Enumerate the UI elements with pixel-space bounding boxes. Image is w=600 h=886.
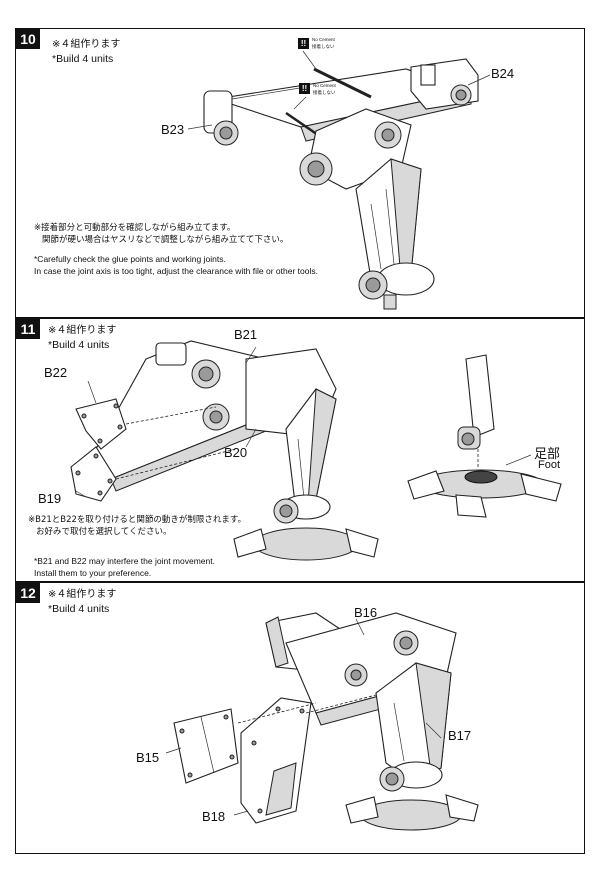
- part-label-b16: B16: [354, 605, 378, 620]
- note-jp-line-2: お好みで取付を選択してください。: [36, 527, 172, 537]
- note-en-line-1: *Carefully check the glue points and wor…: [34, 254, 226, 264]
- note-jp-line-1: ※接着部分と可動部分を確認しながら組み立てます。: [34, 223, 236, 233]
- step-number: 11: [16, 319, 40, 339]
- part-label-b22: B22: [44, 365, 68, 380]
- part-label-b18: B18: [202, 809, 226, 824]
- leg-assembly-illustration: [187, 50, 491, 310]
- leg-assembly-illustration: [70, 340, 562, 561]
- note-en-line-2: Install them to your preference.: [34, 568, 152, 578]
- note-en-line-2: In case the joint axis is too tight, adj…: [34, 266, 318, 276]
- step-title-en: *Build 4 units: [52, 53, 114, 65]
- step-title-jp: ※４組作ります: [48, 589, 117, 600]
- no-cement-label-en: No Cement: [312, 37, 335, 42]
- note-jp-line-1: ※B21とB22を取り付けると関節の動きが制限されます。: [28, 515, 247, 525]
- part-label-b17: B17: [448, 728, 472, 743]
- no-cement-label-en: No Cement: [313, 83, 336, 88]
- step-title-en: *Build 4 units: [48, 603, 110, 615]
- leg-assembly-illustration: [165, 612, 479, 831]
- warning-icon: !!: [299, 83, 310, 94]
- step-title-en: *Build 4 units: [48, 339, 110, 351]
- part-label-b15: B15: [136, 750, 160, 765]
- foot-label-en: Foot: [538, 459, 561, 471]
- note-en-line-1: *B21 and B22 may interfere the joint mov…: [34, 556, 215, 566]
- part-label-b24: B24: [491, 66, 515, 81]
- step-11-panel: 11 ※４組作ります *Build 4 units: [15, 318, 585, 582]
- step-10-panel: 10 ※４組作ります *Build 4 units: [15, 28, 585, 318]
- step-title-jp: ※４組作ります: [48, 325, 117, 336]
- note-jp-line-2: 関節が硬い場合はヤスリなどで調整しながら組み立てて下さい。: [42, 235, 289, 245]
- no-cement-label-jp: 接着しない: [313, 90, 336, 95]
- foot-label-jp: 足部: [534, 446, 561, 461]
- part-label-b21: B21: [234, 327, 258, 342]
- part-label-b23: B23: [161, 122, 185, 137]
- step-number: 10: [16, 29, 40, 49]
- step-title-jp: ※４組作ります: [52, 39, 121, 50]
- part-label-b19: B19: [38, 491, 62, 506]
- step-12-panel: 12 ※４組作ります *Build 4 units: [15, 582, 585, 854]
- part-label-b20: B20: [224, 445, 248, 460]
- no-cement-label-jp: 接着しない: [312, 44, 335, 49]
- step-number: 12: [16, 583, 40, 603]
- warning-icon: !!: [298, 38, 309, 49]
